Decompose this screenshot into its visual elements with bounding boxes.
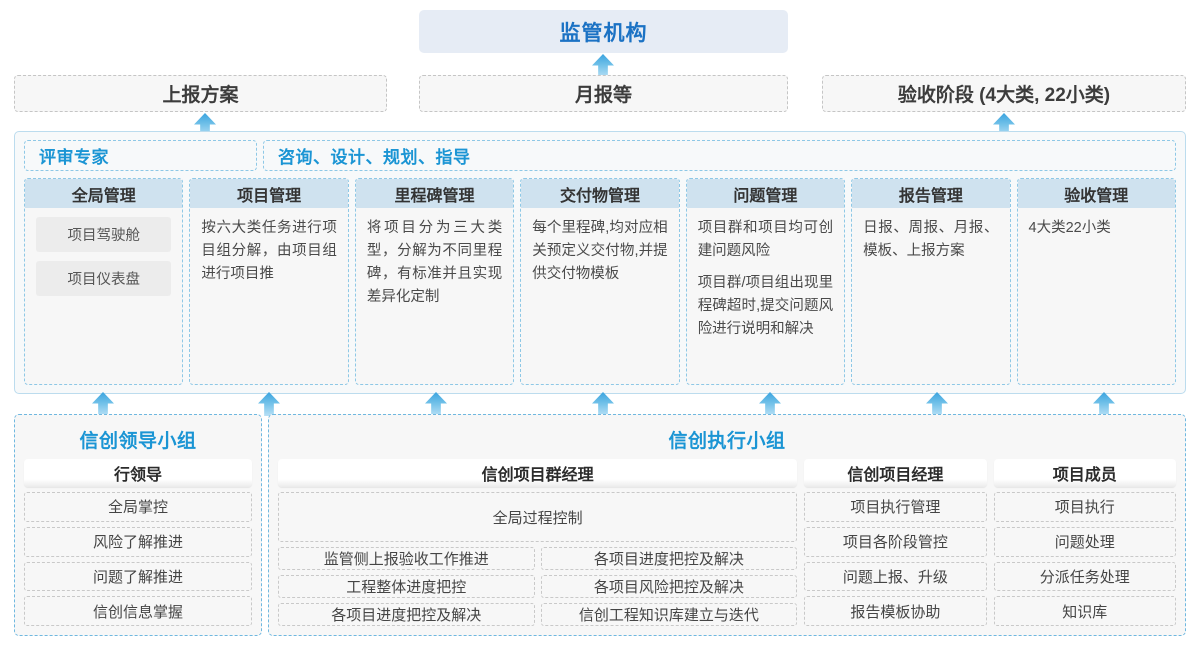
column-issue-management[interactable]: 问题管理 项目群和项目均可创建问题风险 项目群/项目组出现里程碑超时,提交问题风… <box>685 178 846 385</box>
group-title: 信创执行小组 <box>668 431 786 452</box>
column-paragraph: 项目群和项目均可创建问题风险 <box>697 220 834 259</box>
role-item-list: 全局过程控制 监管侧上报验收工作推进 工程整体进度把控 各项目进度把控及解决 各… <box>278 492 798 626</box>
header-consulting: 咨询、设计、规划、指导 <box>263 140 1176 171</box>
role-item[interactable]: 信创工程知识库建立与迭代 <box>540 603 798 626</box>
capability-panel: 评审专家 咨询、设计、规划、指导 全局管理 项目驾驶舱 项目仪表盘 项目管理 按… <box>14 131 1186 394</box>
role-item-split: 监管侧上报验收工作推进 工程整体进度把控 各项目进度把控及解决 各项目进度把控及… <box>278 547 798 626</box>
role-item[interactable]: 问题了解推进 <box>24 561 252 592</box>
column-body: 将项目分为三大类型，分解为不同里程碑，有标准并且实现差异化定制 <box>356 208 513 384</box>
role-program-manager[interactable]: 信创项目群经理 全局过程控制 监管侧上报验收工作推进 工程整体进度把控 各项目进… <box>278 459 798 626</box>
column-title: 交付物管理 <box>521 179 679 208</box>
column-project-management[interactable]: 项目管理 按六大类任务进行项目组分解，由项目组进行项目推 <box>189 178 349 385</box>
role-item[interactable]: 监管侧上报验收工作推进 <box>278 547 535 570</box>
column-paragraph: 将项目分为三大类型，分解为不同里程碑，有标准并且实现差异化定制 <box>366 220 503 305</box>
column-deliverable-management[interactable]: 交付物管理 每个里程碑,均对应相关预定义交付物,并提供交付物模板 <box>520 178 680 385</box>
column-body: 按六大类任务进行项目组分解，由项目组进行项目推 <box>190 208 347 384</box>
group-execution: 信创执行小组 信创项目群经理 全局过程控制 监管侧上报验收工作推进 工程整体进度… <box>268 414 1186 636</box>
role-item-list: 项目执行管理 项目各阶段管控 问题上报、升级 报告模板协助 <box>804 492 987 626</box>
capability-columns: 全局管理 项目驾驶舱 项目仪表盘 项目管理 按六大类任务进行项目组分解，由项目组… <box>24 178 1176 385</box>
regulator-box: 监管机构 <box>419 10 788 53</box>
role-item-list: 项目执行 问题处理 分派任务处理 知识库 <box>993 492 1176 626</box>
report-box-plan[interactable]: 上报方案 <box>14 75 387 112</box>
role-name: 信创项目群经理 <box>278 459 798 487</box>
column-paragraph: 项目群/项目组出现里程碑超时,提交问题风险进行说明和解决 <box>697 274 834 337</box>
role-item[interactable]: 风险了解推进 <box>24 526 252 557</box>
column-paragraph: 按六大类任务进行项目组分解，由项目组进行项目推 <box>201 220 337 282</box>
role-item[interactable]: 项目执行 <box>993 492 1176 522</box>
column-global-management[interactable]: 全局管理 项目驾驶舱 项目仪表盘 <box>24 178 184 385</box>
role-project-manager[interactable]: 信创项目经理 项目执行管理 项目各阶段管控 问题上报、升级 报告模板协助 <box>804 459 987 626</box>
arrow-team-to-capability-2 <box>258 392 280 416</box>
column-report-management[interactable]: 报告管理 日报、周报、月报、模板、上报方案 <box>851 178 1011 385</box>
role-item-list: 全局掌控 风险了解推进 问题了解推进 信创信息掌握 <box>24 492 252 626</box>
role-item[interactable]: 问题上报、升级 <box>804 561 987 592</box>
pill-item[interactable]: 项目仪表盘 <box>36 261 172 296</box>
column-title: 问题管理 <box>686 179 845 208</box>
role-item[interactable]: 分派任务处理 <box>993 561 1176 592</box>
column-title: 里程碑管理 <box>355 179 514 208</box>
capability-panel-headers: 评审专家 咨询、设计、规划、指导 <box>24 140 1176 171</box>
role-item[interactable]: 问题处理 <box>993 526 1176 557</box>
role-item-list-left: 监管侧上报验收工作推进 工程整体进度把控 各项目进度把控及解决 <box>278 547 535 626</box>
role-item[interactable]: 项目各阶段管控 <box>804 526 987 557</box>
role-item-list-right: 各项目进度把控及解决 各项目风险把控及解决 信创工程知识库建立与迭代 <box>540 547 798 626</box>
role-name: 项目成员 <box>993 459 1176 487</box>
pill-item[interactable]: 项目驾驶舱 <box>36 217 172 252</box>
column-milestone-management[interactable]: 里程碑管理 将项目分为三大类型，分解为不同里程碑，有标准并且实现差异化定制 <box>354 178 515 385</box>
role-item[interactable]: 各项目进度把控及解决 <box>540 547 798 570</box>
report-box-monthly[interactable]: 月报等 <box>419 75 788 112</box>
report-box-acceptance[interactable]: 验收阶段 (4大类, 22小类) <box>822 75 1186 112</box>
column-title: 验收管理 <box>1017 179 1175 208</box>
column-paragraph: 每个里程碑,均对应相关预定义交付物,并提供交付物模板 <box>532 220 668 282</box>
column-body: 项目驾驶舱 项目仪表盘 <box>25 208 182 384</box>
column-paragraph: 4大类22小类 <box>1028 220 1111 236</box>
column-body: 每个里程碑,均对应相关预定义交付物,并提供交付物模板 <box>521 208 678 384</box>
arrow-team-to-capability-7 <box>1093 392 1115 416</box>
role-columns: 信创项目群经理 全局过程控制 监管侧上报验收工作推进 工程整体进度把控 各项目进… <box>278 459 1176 626</box>
role-item[interactable]: 项目执行管理 <box>804 492 987 522</box>
column-paragraph: 日报、周报、月报、模板、上报方案 <box>863 220 999 259</box>
group-leadership: 信创领导小组 行领导 全局掌控 风险了解推进 问题了解推进 信创信息掌握 <box>14 414 262 636</box>
group-title: 信创领导小组 <box>79 431 197 452</box>
role-bank-leader[interactable]: 行领导 全局掌控 风险了解推进 问题了解推进 信创信息掌握 <box>24 459 252 626</box>
column-body: 日报、周报、月报、模板、上报方案 <box>852 208 1009 384</box>
role-name: 信创项目经理 <box>804 459 987 487</box>
header-review-experts: 评审专家 <box>24 140 257 171</box>
column-title: 报告管理 <box>852 179 1010 208</box>
role-item[interactable]: 各项目风险把控及解决 <box>540 575 798 598</box>
role-item[interactable]: 知识库 <box>993 596 1176 626</box>
role-project-member[interactable]: 项目成员 项目执行 问题处理 分派任务处理 知识库 <box>993 459 1176 626</box>
arrow-team-to-capability-3 <box>425 392 447 416</box>
role-item-full-width[interactable]: 全局过程控制 <box>278 492 798 542</box>
role-item[interactable]: 报告模板协助 <box>804 596 987 626</box>
arrow-team-to-capability-6 <box>926 392 948 416</box>
arrow-team-to-capability-5 <box>759 392 781 416</box>
role-item[interactable]: 各项目进度把控及解决 <box>278 603 535 626</box>
column-body: 项目群和项目均可创建问题风险 项目群/项目组出现里程碑超时,提交问题风险进行说明… <box>687 208 844 384</box>
column-acceptance-management[interactable]: 验收管理 4大类22小类 <box>1016 178 1176 385</box>
arrow-team-to-capability-4 <box>592 392 614 416</box>
role-item[interactable]: 工程整体进度把控 <box>278 575 535 598</box>
role-columns: 行领导 全局掌控 风险了解推进 问题了解推进 信创信息掌握 <box>24 459 252 626</box>
column-title: 项目管理 <box>190 179 348 208</box>
role-item[interactable]: 全局掌控 <box>24 492 252 522</box>
arrow-team-to-capability-1 <box>92 392 114 416</box>
role-item[interactable]: 信创信息掌握 <box>24 596 252 626</box>
column-body: 4大类22小类 <box>1018 208 1175 384</box>
column-title: 全局管理 <box>25 179 183 208</box>
role-name: 行领导 <box>24 459 252 487</box>
